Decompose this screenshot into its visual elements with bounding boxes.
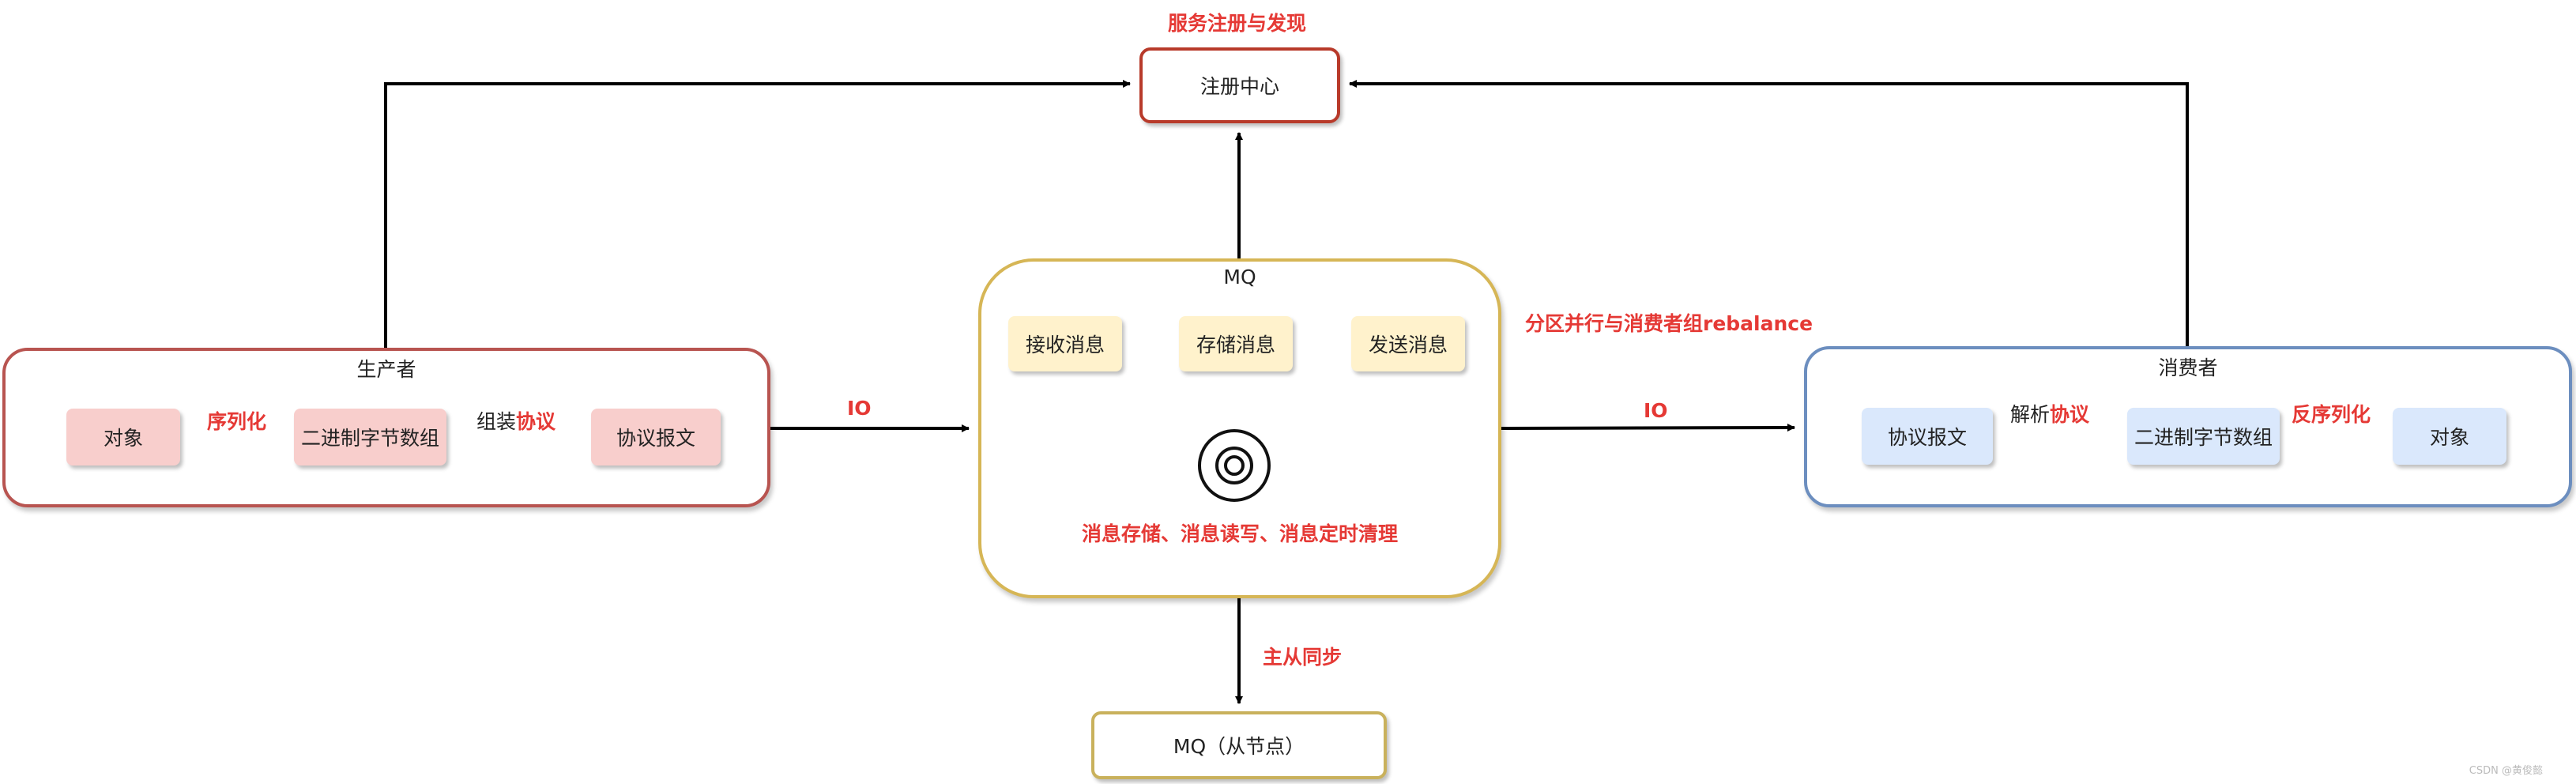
edge-producer-to-registry — [384, 80, 1131, 348]
producer-protocol-label-prefix: 组装 — [476, 410, 517, 433]
consumer-bytes-node: 二进制字节数组 — [2127, 408, 2280, 465]
consumer-object-node: 对象 — [2393, 408, 2506, 465]
producer-packet-node: 协议报文 — [591, 409, 721, 466]
producer-title: 生产者 — [356, 358, 416, 381]
producer-bytes-node: 二进制字节数组 — [294, 409, 446, 466]
mq-title: MQ — [1223, 266, 1256, 288]
consumer-title: 消费者 — [2158, 356, 2218, 379]
mq-send-node: 发送消息 — [1351, 316, 1465, 371]
mq-group — [978, 258, 1501, 598]
mq-receive-node: 接收消息 — [1008, 316, 1122, 371]
partition-label: 分区并行与消费者组rebalance — [1525, 312, 1813, 335]
edge-consumer-to-registry — [1349, 80, 2189, 346]
watermark: CSDN @黄俊懿 — [2469, 765, 2543, 777]
consumer-protocol-label-prefix: 解析 — [2010, 403, 2051, 426]
mq-storage-caption: 消息存储、消息读写、消息定时清理 — [1081, 522, 1398, 545]
mq-slave-node: MQ（从节点） — [1091, 711, 1387, 779]
producer-object-node: 对象 — [66, 409, 180, 466]
consumer-protocol-label: 解析协议 — [2010, 399, 2090, 428]
consumer-deserialize-label: 反序列化 — [2292, 399, 2371, 428]
disk-storage-icon — [1198, 429, 1271, 502]
consumer-packet-node: 协议报文 — [1862, 408, 1993, 465]
producer-serialize-label: 序列化 — [207, 406, 267, 435]
mq-store-node: 存储消息 — [1179, 316, 1293, 371]
registry-caption: 服务注册与发现 — [1168, 12, 1307, 35]
registry-node: 注册中心 — [1139, 47, 1340, 123]
producer-protocol-label-highlight: 协议 — [516, 410, 556, 433]
producer-protocol-label: 组装协议 — [476, 406, 556, 435]
io-right-label: IO — [1644, 399, 1668, 422]
sync-label: 主从同步 — [1263, 646, 1343, 669]
consumer-protocol-label-highlight: 协议 — [2050, 403, 2090, 426]
io-left-label: IO — [847, 397, 872, 420]
